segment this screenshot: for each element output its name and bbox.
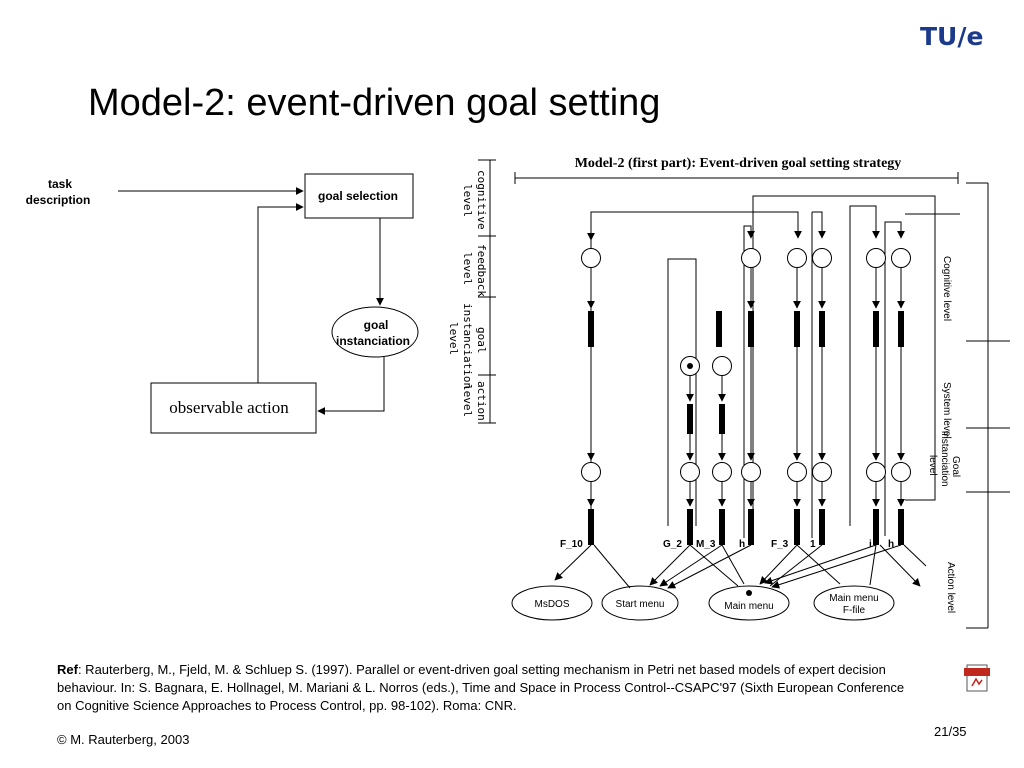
pdf-document-icon[interactable] xyxy=(964,664,990,692)
petri-column-3 xyxy=(712,311,732,545)
petri-column-8 xyxy=(891,248,911,545)
petri-column-5 xyxy=(787,248,807,545)
petri-column-4 xyxy=(741,248,761,545)
level-bracket: cognitive level feedback level goal inst… xyxy=(447,159,496,424)
right-level-goal-2: instanciation xyxy=(939,431,950,487)
transition-label-h2: h xyxy=(888,539,894,550)
transition-label-i: i xyxy=(869,539,872,550)
goal-inst-label-2: instanciation xyxy=(336,334,410,348)
place-msdos-label: MsDOS xyxy=(535,599,570,610)
level-cognitive-1: cognitive xyxy=(475,170,488,230)
petri-net: Model-2 (first part): Event-driven goal … xyxy=(511,156,1010,629)
right-level-cognitive: Cognitive level xyxy=(941,256,952,321)
task-label-2: description xyxy=(26,193,91,207)
goal-selection-box xyxy=(304,173,414,219)
transition-label-g2: G_2 xyxy=(663,539,682,550)
level-action-1: action xyxy=(475,381,488,421)
place-msdos xyxy=(511,585,593,621)
place-start-menu xyxy=(601,585,679,621)
transition-label-f10: F_10 xyxy=(560,539,583,550)
petri-column-2 xyxy=(680,356,700,545)
level-feedback-2: level xyxy=(461,252,474,285)
transition-label-h1: h xyxy=(739,539,745,550)
place-main-menu-label: Main menu xyxy=(724,601,773,612)
level-feedback-1: feedback xyxy=(475,244,488,297)
goal-inst-label-1: goal xyxy=(364,318,389,332)
observable-action-label: observable action xyxy=(169,398,289,417)
place-main-menu-ffile xyxy=(813,585,895,621)
level-goal-3: level xyxy=(447,322,460,355)
petri-column-6 xyxy=(812,248,832,545)
page-number: 21/35 xyxy=(934,724,967,739)
slide-title: Model-2: event-driven goal setting xyxy=(88,82,661,124)
petri-column-7 xyxy=(866,248,886,545)
right-level-action: Action level xyxy=(945,562,956,613)
transition-label-1: 1 xyxy=(810,539,816,550)
place-main-menu xyxy=(708,585,790,621)
transition-label-m3: M_3 xyxy=(696,539,716,550)
model-diagram: task description goal selection goal ins… xyxy=(26,156,1010,629)
copyright: © M. Rauterberg, 2003 xyxy=(57,732,190,747)
observable-action-box xyxy=(150,382,317,434)
transition-label-f3: F_3 xyxy=(771,539,789,550)
reference-body: : Rauterberg, M., Fjeld, M. & Schluep S.… xyxy=(57,662,905,713)
right-level-goal-3: level xyxy=(927,455,938,476)
task-label-1: task xyxy=(48,177,72,191)
petri-title: Model-2 (first part): Event-driven goal … xyxy=(575,156,902,171)
tue-logo: TU/e xyxy=(920,22,984,51)
reference-text: Ref: Rauterberg, M., Fjeld, M. & Schluep… xyxy=(57,661,917,715)
place-main-menu-ffile-label-2: F-file xyxy=(843,605,866,616)
level-goal-2: instanciation xyxy=(461,303,474,389)
reference-label: Ref xyxy=(57,662,78,677)
goal-instanciation-ellipse xyxy=(331,306,419,358)
right-level-system: System level xyxy=(941,382,952,439)
place-start-menu-label: Start menu xyxy=(616,599,665,610)
petri-column-1 xyxy=(581,248,601,545)
goal-selection-label: goal selection xyxy=(318,189,398,203)
right-level-goal-1: Goal xyxy=(950,456,961,477)
level-cognitive-2: level xyxy=(461,184,474,217)
place-main-menu-ffile-label-1: Main menu xyxy=(829,593,878,604)
level-goal-1: goal xyxy=(475,327,488,354)
level-action-2: level xyxy=(461,384,474,417)
left-flow-diagram: task description goal selection goal ins… xyxy=(26,173,419,434)
